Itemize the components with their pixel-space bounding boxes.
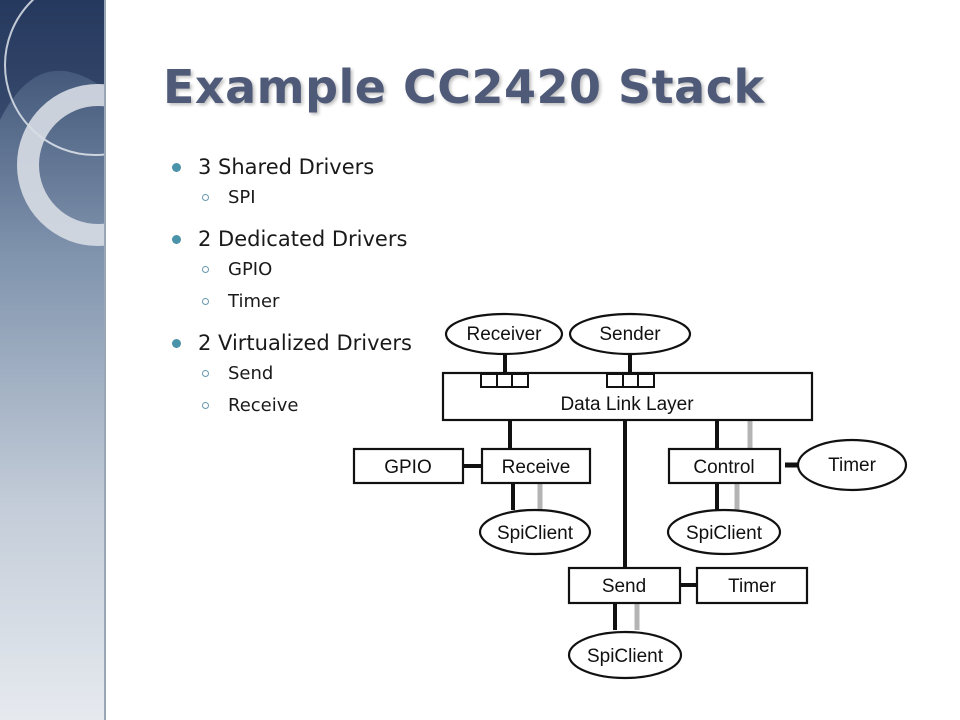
timer-top-node: Timer bbox=[796, 438, 908, 492]
spiclient-left-node: SpiClient bbox=[478, 508, 592, 556]
gpio-box: GPIO bbox=[352, 447, 465, 485]
bullet-text: 3 Shared Drivers bbox=[198, 155, 375, 179]
control-box: Control bbox=[667, 447, 782, 485]
sub-bullet-text: Timer bbox=[228, 291, 280, 312]
sub-bullet-item: Receive bbox=[172, 390, 412, 422]
bullet-dot bbox=[172, 163, 181, 172]
decorative-arc bbox=[4, 0, 106, 156]
timer-top-label: Timer bbox=[828, 455, 877, 476]
spiclient-left-label: SpiClient bbox=[497, 523, 574, 544]
sub-bullet-text: GPIO bbox=[228, 259, 273, 280]
bullet-text: 2 Virtualized Drivers bbox=[198, 331, 412, 355]
sub-bullet-ring bbox=[202, 402, 209, 409]
receive-label: Receive bbox=[502, 457, 571, 478]
receiver-label: Receiver bbox=[467, 324, 543, 345]
sub-bullet-item: Send bbox=[172, 358, 412, 390]
spiclient-mid-label: SpiClient bbox=[686, 523, 763, 544]
sub-bullet-text: SPI bbox=[228, 187, 256, 208]
bullet-item: 2 Virtualized Drivers bbox=[172, 328, 412, 358]
sub-bullet-item: Timer bbox=[172, 286, 412, 318]
sub-bullet-ring bbox=[202, 266, 209, 273]
spiclient-mid-node: SpiClient bbox=[666, 508, 782, 556]
decorative-ring bbox=[17, 84, 106, 246]
bullet-dot bbox=[172, 339, 181, 348]
sub-bullet-ring bbox=[202, 194, 209, 201]
spiclient-bottom-label: SpiClient bbox=[587, 646, 664, 667]
sub-bullet-item: GPIO bbox=[172, 254, 412, 286]
send-box: Send bbox=[567, 566, 682, 605]
control-label: Control bbox=[693, 457, 754, 478]
sub-bullet-text: Receive bbox=[228, 395, 299, 416]
data-link-layer-box: Data Link Layer bbox=[441, 371, 814, 422]
sub-bullet-ring bbox=[202, 370, 209, 377]
sub-bullet-ring bbox=[202, 298, 209, 305]
data-link-layer-label: Data Link Layer bbox=[560, 394, 694, 415]
bullet-item: 3 Shared Drivers bbox=[172, 152, 412, 182]
sub-bullet-text: Send bbox=[228, 363, 274, 384]
bullet-list: 3 Shared Drivers SPI 2 Dedicated Drivers… bbox=[172, 150, 412, 422]
timer-bottom-box: Timer bbox=[695, 566, 809, 605]
gpio-label: GPIO bbox=[384, 457, 432, 478]
diagram-connectors bbox=[463, 352, 800, 630]
bullet-dot bbox=[172, 235, 181, 244]
sender-label: Sender bbox=[599, 324, 661, 345]
decorative-side-band bbox=[0, 0, 106, 720]
interface-slots-right bbox=[606, 373, 655, 388]
bullet-item: 2 Dedicated Drivers bbox=[172, 224, 412, 254]
bullet-text: 2 Dedicated Drivers bbox=[198, 227, 408, 251]
receive-box: Receive bbox=[480, 447, 592, 485]
interface-slots-left bbox=[480, 373, 529, 388]
sub-bullet-item: SPI bbox=[172, 182, 412, 214]
sender-node: Sender bbox=[568, 312, 692, 356]
timer-bottom-label: Timer bbox=[728, 576, 777, 597]
send-label: Send bbox=[602, 576, 646, 597]
slide-title: Example CC2420 Stack bbox=[163, 60, 765, 114]
receiver-node: Receiver bbox=[444, 312, 564, 356]
spiclient-bottom-node: SpiClient bbox=[567, 630, 683, 680]
